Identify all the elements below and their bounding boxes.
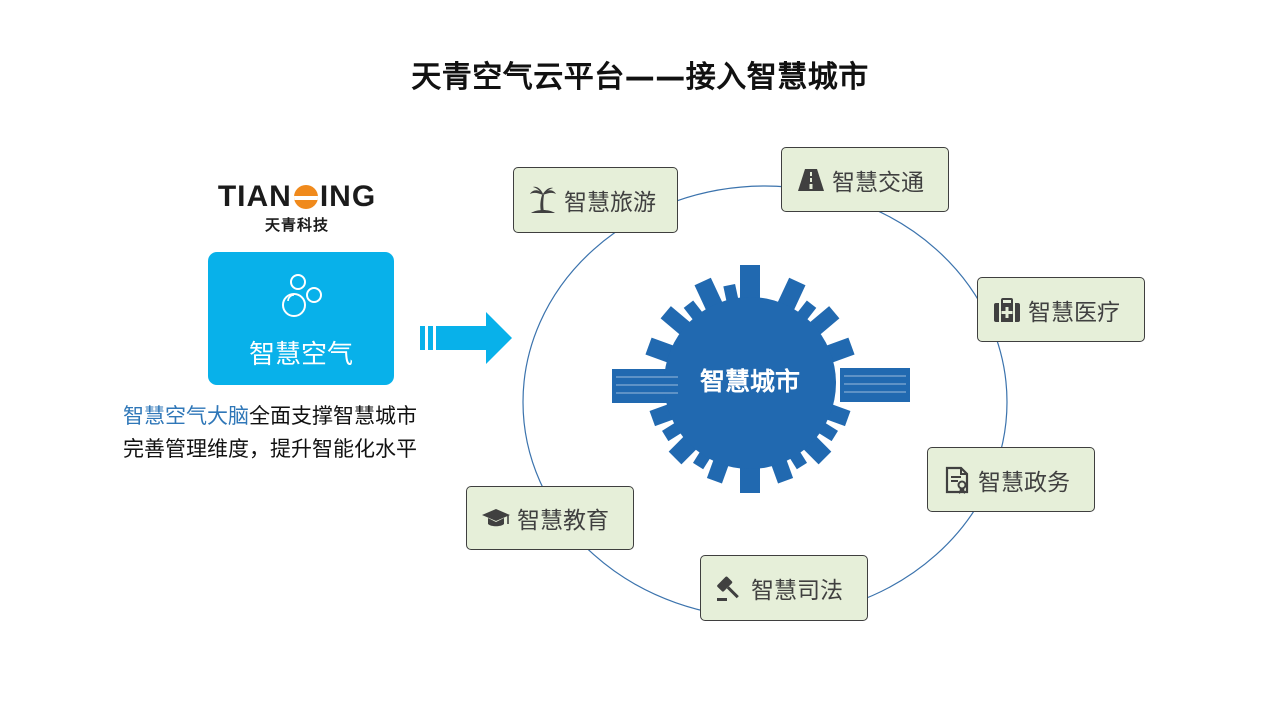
gavel-icon <box>715 573 745 603</box>
logo-wordmark: TIAN ING <box>218 180 376 214</box>
logo-subtitle: 天青科技 <box>264 216 329 234</box>
logo-word-right: ING <box>319 180 377 213</box>
bubbles-icon <box>282 274 322 317</box>
description: 智慧空气大脑全面支撑智慧城市 完善管理维度，提升智能化水平 <box>123 400 417 466</box>
smart-air-box: 智慧空气 <box>208 252 394 385</box>
graduation-cap-icon <box>481 503 511 533</box>
right-arrow-icon <box>420 312 512 364</box>
certificate-icon <box>942 465 972 495</box>
logo-word-left: TIAN <box>217 180 292 213</box>
node-smart-tourism: 智慧旅游 <box>513 167 678 233</box>
company-logo: TIAN ING 天青科技 <box>207 180 387 235</box>
smart-air-label: 智慧空气 <box>248 340 353 370</box>
center-city-label: 智慧城市 <box>699 367 800 396</box>
description-line-1: 智慧空气大脑全面支撑智慧城市 <box>123 400 417 433</box>
node-label: 智慧司法 <box>751 578 843 604</box>
node-label: 智慧教育 <box>517 508 609 534</box>
node-smart-justice: 智慧司法 <box>700 555 868 621</box>
medical-kit-icon <box>992 295 1022 325</box>
page-title: 天青空气云平台——接入智慧城市 <box>411 60 869 95</box>
node-label: 智慧医疗 <box>1028 299 1120 326</box>
node-smart-education: 智慧教育 <box>466 486 634 550</box>
description-highlight: 智慧空气大脑 <box>123 404 249 428</box>
node-smart-medical: 智慧医疗 <box>977 277 1145 342</box>
description-line-1-rest: 全面支撑智慧城市 <box>249 404 417 428</box>
node-label: 智慧旅游 <box>564 190 656 216</box>
node-smart-traffic: 智慧交通 <box>781 147 949 212</box>
road-icon <box>796 165 826 195</box>
node-label: 智慧政务 <box>978 469 1070 496</box>
palm-tree-icon <box>528 185 558 215</box>
city-globe-icon <box>612 265 910 493</box>
description-line-2: 完善管理维度，提升智能化水平 <box>123 437 417 461</box>
logo-orb-icon <box>293 185 318 209</box>
node-smart-government: 智慧政务 <box>927 447 1095 512</box>
node-label: 智慧交通 <box>832 169 924 196</box>
